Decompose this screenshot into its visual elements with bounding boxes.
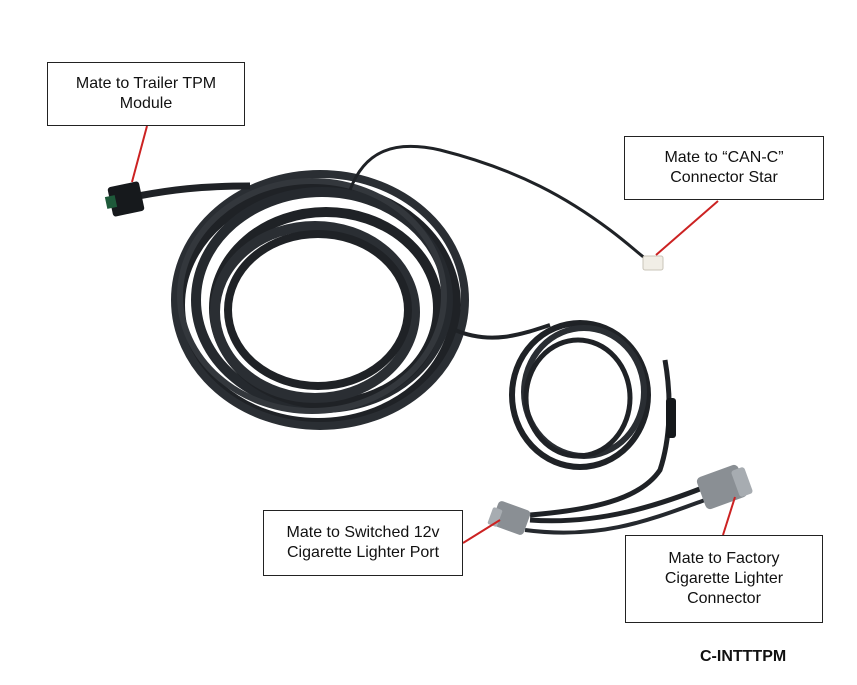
factory-lighter-connector xyxy=(696,464,753,510)
callout-factory-lighter-line-2: Cigarette Lighter xyxy=(664,570,784,587)
callout-trailer-tpm-line-1: Mate to Trailer TPM xyxy=(75,75,217,92)
leader-lines xyxy=(131,125,736,544)
callout-trailer-tpm-line-2: Module xyxy=(119,95,173,112)
secondary-lead-cable xyxy=(524,498,706,535)
part-number: C-INTTTPM xyxy=(700,648,787,665)
leader-line-can-c xyxy=(655,200,719,256)
leader-line-trailer-tpm xyxy=(131,125,148,183)
inline-connector xyxy=(666,398,676,438)
leader-line-factory-lighter xyxy=(722,496,736,536)
small-cable-coil xyxy=(509,320,651,470)
callout-can-c-line-2: Connector Star xyxy=(670,169,778,186)
main-cable-coil xyxy=(171,170,469,430)
callout-switched-12v-line-2: Cigarette Lighter Port xyxy=(286,544,440,561)
callout-can-c-line-1: Mate to “CAN-C” xyxy=(664,149,784,166)
leader-line-switched-12v xyxy=(462,519,501,544)
can-c-connector xyxy=(642,255,664,271)
callout-factory-lighter-line-1: Mate to Factory xyxy=(668,550,780,567)
trailer-lead-cable xyxy=(137,182,251,200)
callout-factory-lighter-line-3: Connector xyxy=(687,590,761,607)
switched-12v-connector xyxy=(487,501,531,535)
can-c-lead-cable xyxy=(348,144,651,264)
bridge-cable xyxy=(454,323,551,340)
factory-lead-cable xyxy=(529,482,711,524)
callout-can-c: Mate to “CAN-C” Connector Star xyxy=(624,136,824,200)
callout-trailer-tpm: Mate to Trailer TPM Module xyxy=(47,62,245,126)
callout-switched-12v-line-1: Mate to Switched 12v xyxy=(286,524,440,541)
trailer-tpm-connector xyxy=(104,181,145,217)
callout-switched-12v: Mate to Switched 12v Cigarette Lighter P… xyxy=(263,510,463,576)
callout-factory-lighter: Mate to Factory Cigarette Lighter Connec… xyxy=(625,535,823,623)
